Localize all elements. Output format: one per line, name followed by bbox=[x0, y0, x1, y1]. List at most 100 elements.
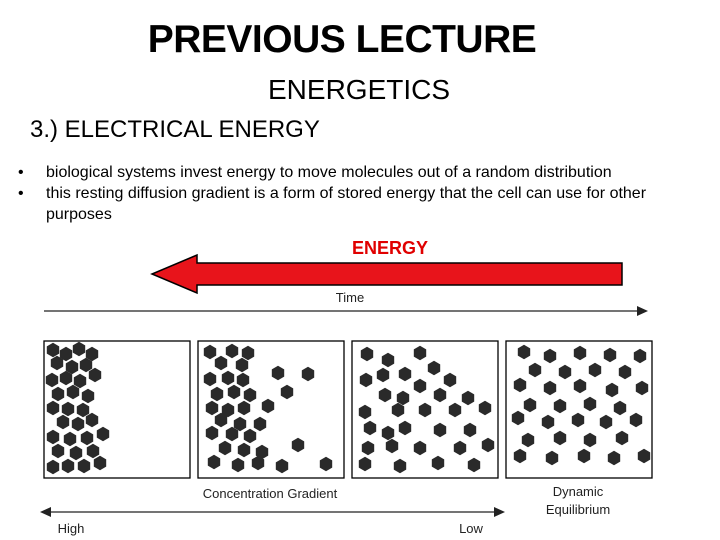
molecule bbox=[393, 458, 407, 474]
molecule bbox=[227, 384, 241, 400]
molecule bbox=[618, 364, 632, 380]
molecule bbox=[398, 366, 412, 382]
molecule bbox=[615, 430, 629, 446]
molecule bbox=[221, 402, 235, 418]
bullet-item: • biological systems invest energy to mo… bbox=[18, 162, 708, 183]
molecule bbox=[363, 420, 377, 436]
molecule bbox=[255, 444, 269, 460]
molecule bbox=[573, 345, 587, 361]
gradient-arrowhead-right bbox=[494, 507, 505, 517]
panel-box bbox=[197, 340, 345, 479]
molecule bbox=[61, 401, 75, 417]
molecule bbox=[243, 387, 257, 403]
molecule bbox=[577, 448, 591, 464]
molecule bbox=[56, 414, 70, 430]
molecule bbox=[271, 365, 285, 381]
molecule bbox=[603, 347, 617, 363]
molecule bbox=[398, 420, 412, 436]
molecule bbox=[96, 426, 110, 442]
gradient-arrowhead-left bbox=[40, 507, 51, 517]
molecule bbox=[50, 355, 64, 371]
molecule bbox=[261, 398, 275, 414]
molecule bbox=[71, 416, 85, 432]
molecule bbox=[633, 348, 647, 364]
molecule bbox=[233, 416, 247, 432]
molecule bbox=[73, 373, 87, 389]
molecule bbox=[443, 372, 457, 388]
molecule bbox=[607, 450, 621, 466]
molecule bbox=[203, 371, 217, 387]
molecule bbox=[66, 384, 80, 400]
section-heading: 3.) ELECTRICAL ENERGY bbox=[30, 116, 320, 143]
molecule bbox=[225, 426, 239, 442]
molecule bbox=[396, 390, 410, 406]
molecule bbox=[467, 457, 481, 473]
molecule bbox=[418, 402, 432, 418]
molecule bbox=[46, 429, 60, 445]
molecule bbox=[521, 432, 535, 448]
energy-label: ENERGY bbox=[352, 238, 429, 258]
low-label: Low bbox=[459, 521, 483, 536]
molecule bbox=[76, 402, 90, 418]
molecule bbox=[251, 455, 265, 471]
molecule bbox=[588, 362, 602, 378]
molecule bbox=[385, 438, 399, 454]
molecule bbox=[85, 346, 99, 362]
bullet-text: this resting diffusion gradient is a for… bbox=[46, 185, 647, 223]
molecule bbox=[461, 390, 475, 406]
molecule bbox=[381, 425, 395, 441]
molecule bbox=[511, 410, 525, 426]
molecule bbox=[69, 445, 83, 461]
molecule bbox=[61, 458, 75, 474]
molecule bbox=[214, 412, 228, 428]
high-label: High bbox=[58, 521, 85, 536]
molecule bbox=[571, 412, 585, 428]
molecule bbox=[85, 412, 99, 428]
molecule bbox=[77, 458, 91, 474]
molecule bbox=[203, 344, 217, 360]
molecule bbox=[478, 400, 492, 416]
molecule-group bbox=[45, 341, 651, 475]
bullet-text: biological systems invest energy to move… bbox=[46, 164, 612, 181]
molecule bbox=[79, 357, 93, 373]
bullet-list: • biological systems invest energy to mo… bbox=[18, 162, 708, 225]
molecule bbox=[613, 400, 627, 416]
molecule bbox=[86, 443, 100, 459]
molecule bbox=[381, 352, 395, 368]
molecule bbox=[280, 384, 294, 400]
molecule bbox=[427, 360, 441, 376]
slide-title: PREVIOUS LECTURE bbox=[147, 18, 537, 61]
molecule bbox=[629, 412, 643, 428]
molecule bbox=[65, 359, 79, 375]
molecule bbox=[543, 380, 557, 396]
molecule bbox=[237, 442, 251, 458]
molecule bbox=[358, 404, 372, 420]
molecule bbox=[553, 430, 567, 446]
molecule bbox=[59, 346, 73, 362]
panel-box bbox=[505, 340, 653, 479]
molecule bbox=[541, 414, 555, 430]
equilibrium-label-line2: Equilibrium bbox=[546, 502, 610, 517]
molecule bbox=[573, 378, 587, 394]
molecule bbox=[523, 397, 537, 413]
molecule bbox=[241, 345, 255, 361]
molecule bbox=[359, 372, 373, 388]
time-arrowhead bbox=[637, 306, 648, 316]
molecule bbox=[553, 398, 567, 414]
molecule bbox=[225, 343, 239, 359]
molecule bbox=[433, 422, 447, 438]
molecule bbox=[46, 400, 60, 416]
molecule bbox=[81, 388, 95, 404]
molecule bbox=[319, 456, 333, 472]
molecule bbox=[545, 450, 559, 466]
molecule bbox=[517, 344, 531, 360]
molecule bbox=[583, 432, 597, 448]
molecule bbox=[358, 456, 372, 472]
slide-subtitle: ENERGETICS bbox=[268, 74, 451, 105]
molecule bbox=[207, 454, 221, 470]
bullet-marker: • bbox=[18, 185, 24, 202]
molecule bbox=[291, 437, 305, 453]
molecule bbox=[235, 357, 249, 373]
molecule bbox=[205, 425, 219, 441]
